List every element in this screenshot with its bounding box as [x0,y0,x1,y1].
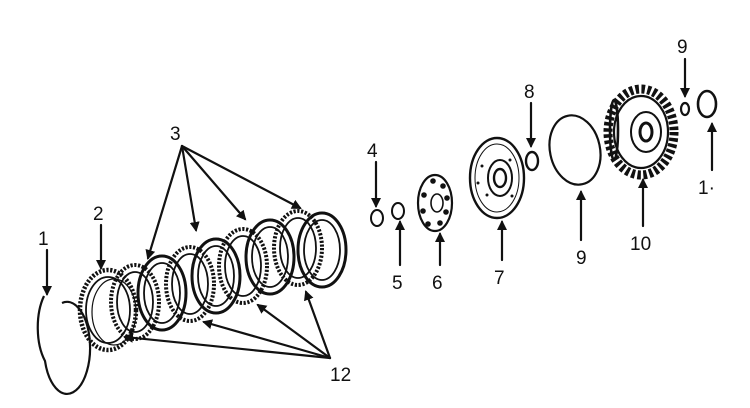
label-9-lower: 9 [576,248,587,269]
clutch-plate [136,254,188,332]
label-12: 12 [330,365,351,386]
leader-arrows [42,57,717,360]
clutch-plate [190,237,242,315]
o-ring-5 [391,202,405,220]
clutch-plate [244,218,296,296]
snap-ring-1 [36,295,92,395]
spring-retainer-6 [416,173,454,233]
clutch-plate [164,245,216,323]
label-11: 1· [698,178,715,199]
label-4: 4 [367,141,378,162]
piston-7 [468,136,526,220]
label-5: 5 [392,273,403,294]
clutch-plate [109,263,161,341]
snap-ring-11 [696,89,718,119]
seal-9-small [679,101,691,117]
label-10: 10 [630,234,651,255]
o-ring-4 [370,209,384,227]
label-2: 2 [93,204,104,225]
label-7: 7 [494,268,505,289]
label-1: 1 [38,229,49,250]
seal-8 [524,150,540,172]
label-3: 3 [170,124,181,145]
label-8: 8 [524,82,535,103]
clutch-plate [217,227,269,305]
label-6: 6 [432,273,443,294]
clutch-plate [296,211,348,289]
seal-ring-9 [548,114,602,186]
clutch-plate [272,209,324,287]
clutch-drum-10 [603,84,679,180]
label-9-upper: 9 [677,37,688,58]
